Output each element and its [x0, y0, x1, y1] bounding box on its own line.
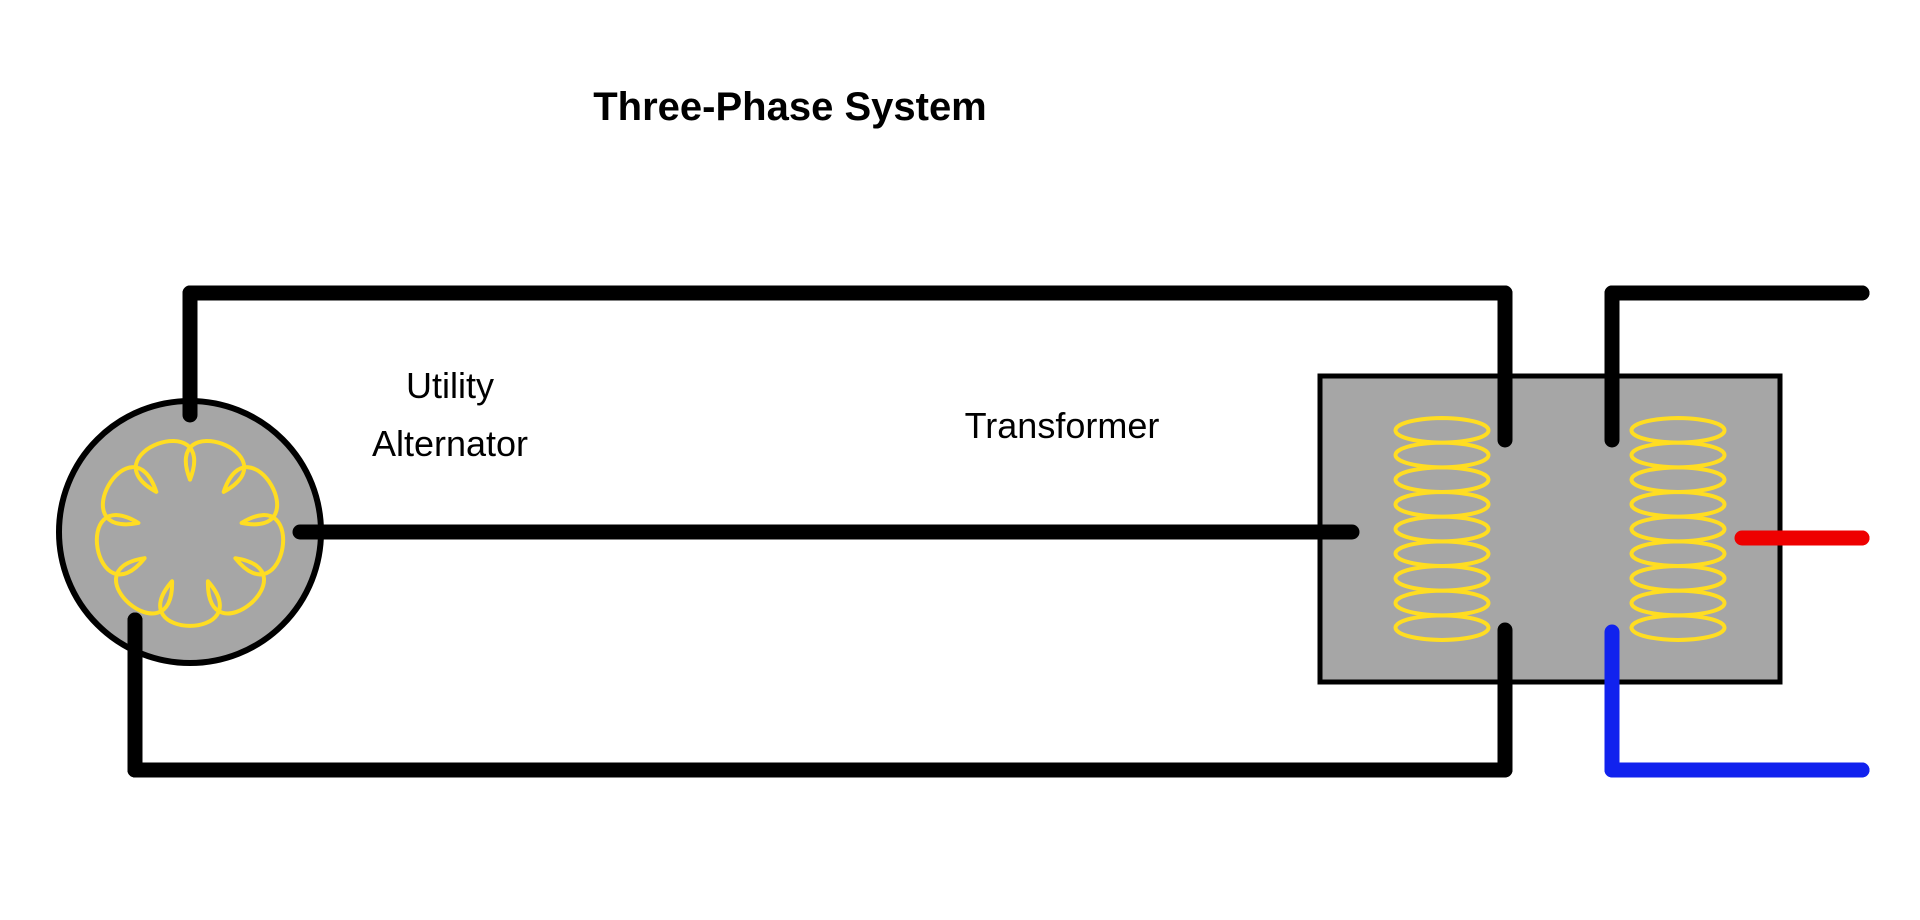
wire-overlay-layer — [127, 285, 1870, 778]
page-title: Three-Phase System — [593, 85, 987, 129]
component-label-layer: Utility Alternator Transformer — [372, 365, 1159, 464]
alternator-label-line1: Utility — [406, 365, 494, 406]
bottom-black-wire-overlay — [127, 612, 1513, 778]
alternator-component[interactable] — [56, 398, 324, 666]
bottom-black-wire — [127, 612, 1513, 778]
secondary-top-black-wire-overlay — [1604, 285, 1870, 448]
secondary-bottom-blue-wire-overlay — [1604, 624, 1870, 778]
transformer-component[interactable] — [1317, 373, 1783, 685]
alternator-label-line2: Alternator — [372, 423, 528, 464]
transformer-primary-winding — [1393, 416, 1491, 642]
top-black-wire — [182, 285, 1513, 448]
transformer-label: Transformer — [965, 405, 1160, 446]
transformer-secondary-winding — [1629, 416, 1727, 642]
top-black-wire-overlay — [182, 285, 1513, 448]
alternator-coil-winding — [94, 439, 286, 628]
